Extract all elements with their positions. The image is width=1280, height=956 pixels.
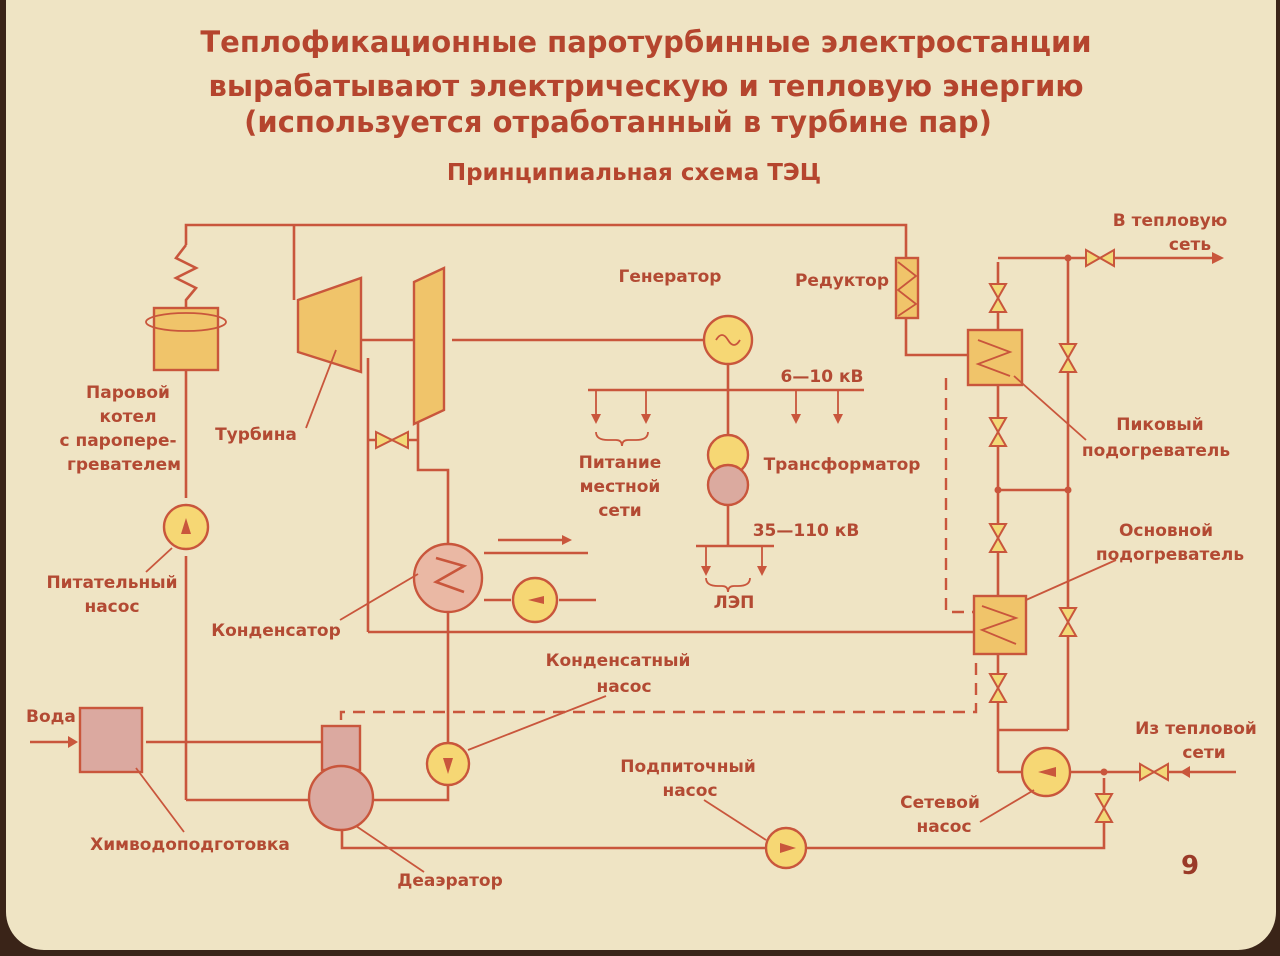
steam-main-line xyxy=(184,223,908,258)
peak-heater-label-1: Пиковый xyxy=(1116,415,1203,435)
water-label: Вода xyxy=(26,707,76,727)
local-supply-label-2: местной xyxy=(580,477,661,497)
boiler-label-4: гревателем xyxy=(67,455,181,475)
boiler-label-3: с паропере- xyxy=(59,431,176,451)
thermal-power-plant-diagram: Теплофикационные паротурбинные электрост… xyxy=(26,25,1257,891)
network-pump-label-2: насос xyxy=(916,817,971,837)
peak-heater xyxy=(966,328,1024,387)
heater-drain-dashed-line xyxy=(339,662,978,740)
slide-number: 9 xyxy=(1181,851,1199,881)
boiler-drum xyxy=(145,312,227,332)
generator-label: Генератор xyxy=(619,267,722,287)
boiler-label-2: котел xyxy=(99,407,156,427)
peak-to-main-heater-dashed-line xyxy=(944,378,974,614)
feed-pump xyxy=(162,503,210,551)
generator-sine xyxy=(715,334,741,346)
network-pump-label-1: Сетевой xyxy=(900,793,980,813)
from-network-label-2: сети xyxy=(1182,743,1225,763)
boiler-label-1: Паровой xyxy=(86,383,170,403)
peak-heater-label-2: подогреватель xyxy=(1082,441,1230,461)
title-line-1: Теплофикационные паротурбинные электрост… xyxy=(200,25,1091,59)
condensate-pump-label-2: насос xyxy=(596,677,651,697)
local-supply-label-1: Питание xyxy=(579,453,662,473)
network-valves xyxy=(988,248,1169,823)
voltage-low-label: 6—10 кВ xyxy=(781,367,864,387)
water-arrow-head xyxy=(68,736,78,748)
turbine-valve xyxy=(368,430,418,450)
main-heater xyxy=(972,594,1028,656)
labels: Паровой котел с паропере- гревателем Тур… xyxy=(26,211,1257,891)
power-line-label: ЛЭП xyxy=(714,593,755,613)
cooling-water-pump xyxy=(511,576,559,624)
turbine-label: Турбина xyxy=(215,425,297,445)
turbine-lp-section xyxy=(412,266,446,426)
deaerator-column xyxy=(320,724,362,772)
condensate-pump-label-1: Конденсатный xyxy=(546,651,691,671)
turbine-to-condenser-line xyxy=(416,410,450,548)
transformer xyxy=(706,433,750,507)
subtitle: Принципиальная схема ТЭЦ xyxy=(447,160,821,186)
deaerator xyxy=(307,724,375,832)
power-line-brace xyxy=(705,577,751,593)
deaerator-label: Деаэратор xyxy=(397,871,503,891)
reducer xyxy=(894,256,920,320)
title-line-2: вырабатывают электрическую и тепловую эн… xyxy=(208,69,1083,103)
transformer-label: Трансформатор xyxy=(764,455,921,475)
generator xyxy=(702,314,754,366)
network-pump xyxy=(1020,746,1072,798)
chem-treatment-label: Химводоподготовка xyxy=(90,835,290,855)
main-heater-label-2: подогреватель xyxy=(1096,545,1244,565)
deaerator-tank xyxy=(307,764,375,832)
feed-pump-label-1: Питательный xyxy=(46,573,177,593)
feed-pump-label-2: насос xyxy=(84,597,139,617)
makeup-pump xyxy=(764,826,808,870)
main-heater-label-1: Основной xyxy=(1119,521,1213,541)
cooling-arrow-head xyxy=(562,535,572,545)
leader-lines xyxy=(135,349,1117,873)
condenser-label: Конденсатор xyxy=(211,621,341,641)
local-feeders xyxy=(591,390,843,424)
chemical-water-treatment xyxy=(78,706,144,774)
transformer-secondary xyxy=(706,463,750,507)
junction-dots xyxy=(994,254,1108,776)
voltage-high-label: 35—110 кВ xyxy=(753,521,860,541)
turbine xyxy=(296,266,446,426)
condenser xyxy=(412,542,484,614)
makeup-pump-label-1: Подпиточный xyxy=(620,757,756,777)
local-supply-label-3: сети xyxy=(598,501,641,521)
condensate-to-deaerator-line xyxy=(364,785,450,802)
to-network-label-2: сеть xyxy=(1169,235,1211,255)
to-network-label-1: В тепловую xyxy=(1113,211,1228,231)
slide: Теплофикационные паротурбинные электрост… xyxy=(6,0,1276,950)
local-supply-brace xyxy=(595,431,649,447)
hv-feeders xyxy=(701,546,767,576)
boiler-body xyxy=(152,306,220,372)
superheater-coil xyxy=(173,244,199,310)
deaerator-to-makeup-line xyxy=(340,828,766,850)
supply-arrow-head xyxy=(1212,252,1224,264)
condenser-body xyxy=(412,542,484,614)
turbine-hp-section xyxy=(296,276,363,374)
makeup-pump-label-2: насос xyxy=(662,781,717,801)
reducer-to-peak-heater-line xyxy=(904,318,968,357)
return-arrow-head xyxy=(1180,766,1190,778)
from-network-label-1: Из тепловой xyxy=(1135,719,1257,739)
steam-boiler xyxy=(145,244,227,372)
condenser-coil xyxy=(432,556,468,594)
title-line-3: (используется отработанный в турбине пар… xyxy=(244,105,992,139)
reducer-label: Редуктор xyxy=(795,271,889,291)
condensate-pump xyxy=(425,741,471,787)
